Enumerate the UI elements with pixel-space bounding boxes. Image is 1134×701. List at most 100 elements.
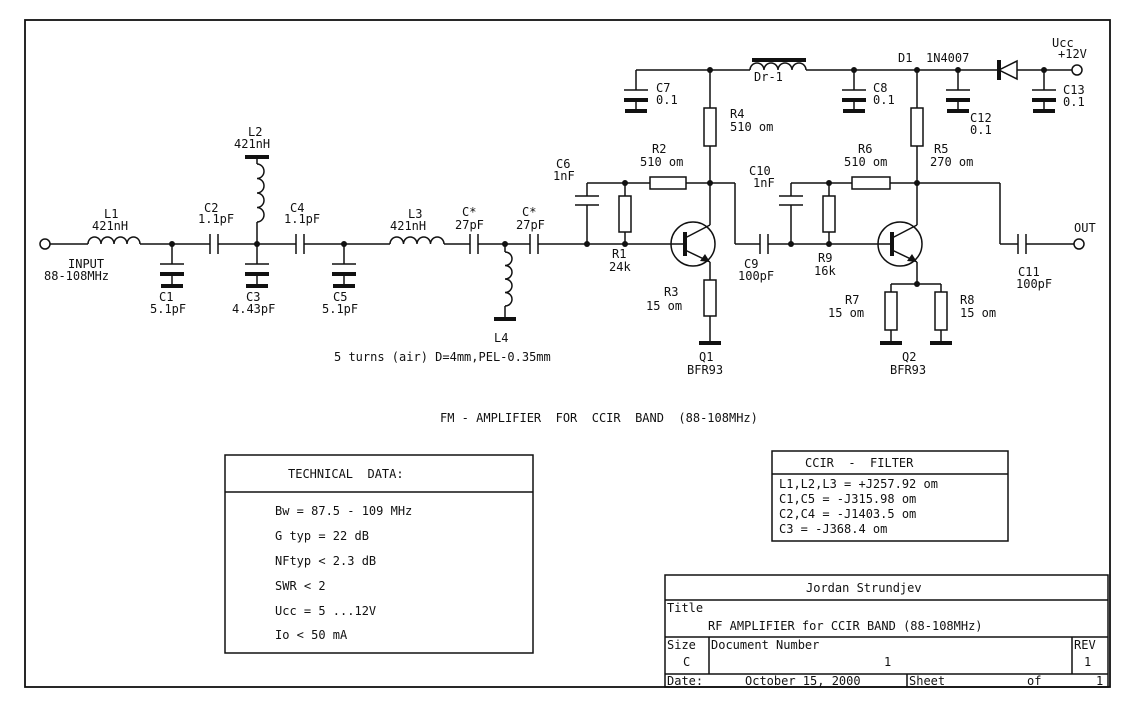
d1-ref: D1 [898,51,912,65]
l1-value: 421nH [92,219,128,233]
junction-dots [169,67,1047,287]
schematic-title: FM - AMPLIFIER FOR CCIR BAND (88-108MHz) [440,411,758,425]
technical-data-line: G typ = 22 dB [275,529,369,543]
q2-value: BFR93 [890,363,926,377]
technical-data-line: Bw = 87.5 - 109 MHz [275,504,412,518]
title-text: RF AMPLIFIER for CCIR BAND (88-108MHz) [708,619,983,633]
c10-ref: C10 [749,164,771,178]
c2-value: 1.1pF [198,212,234,226]
l3-ref: L3 [408,207,422,221]
author-name: Jordan Strundjev [806,581,922,595]
c4-value: 1.1pF [284,212,320,226]
l1-ref: L1 [104,207,118,221]
l2-value: 421nH [234,137,270,151]
technical-data-line: Ucc = 5 ...12V [275,604,376,618]
terminals [39,64,1085,250]
q2-ref: Q2 [902,350,916,364]
rev-value: 1 [1084,655,1091,669]
diode-d1-symbol [997,59,1018,81]
c8-ref: C8 [873,81,887,95]
output-label: OUT [1074,221,1096,235]
r7-ref: R7 [845,293,859,307]
of-label: of [1027,674,1041,688]
q1-ref: Q1 [699,350,713,364]
title-label: Title [667,601,703,615]
transistor-q1-symbol [670,221,716,267]
r8-value: 15 om [960,306,996,320]
cx2-value: 27pF [516,218,545,232]
cx1-ref: C* [462,205,476,219]
r2-ref: R2 [652,142,666,156]
technical-data-box: TECHNICAL DATA: Bw = 87.5 - 109 MHz G ty… [224,454,534,654]
c7-value: 0.1 [656,93,678,107]
technical-data-line: Io < 50 mA [275,628,348,642]
ccir-filter-box: CCIR - FILTER L1,L2,L3 = +J257.92 om C1,… [771,450,1009,542]
inductor-symbols [87,58,807,307]
cx2-ref: C* [522,205,536,219]
d1-value: 1N4007 [926,51,969,65]
technical-data-heading: TECHNICAL DATA: [288,467,404,481]
ccir-filter-heading: CCIR - FILTER [805,456,914,470]
rev-label: REV [1074,638,1096,652]
c5-value: 5.1pF [322,302,358,316]
r7-value: 15 om [828,306,864,320]
ccir-filter-line: C1,C5 = -J315.98 om [779,492,916,506]
c1-value: 5.1pF [150,302,186,316]
l4-ref: L4 [494,331,508,345]
r6-ref: R6 [858,142,872,156]
size-value: C [683,655,690,669]
r5-ref: R5 [934,142,948,156]
c13-value: 0.1 [1063,95,1085,109]
date-value: October 15, 2000 [745,674,861,688]
capacitor-symbols [160,89,1056,276]
l4-value: 5 turns (air) D=4mm,PEL-0.35mm [334,350,551,364]
technical-data-line: NFtyp < 2.3 dB [275,554,376,568]
c5-ref: C5 [333,290,347,304]
document-number-value: 1 [884,655,891,669]
date-label: Date: [667,674,703,688]
input-band-label: 88-108MHz [44,269,109,283]
c1-ref: C1 [159,290,173,304]
c6-value: 1nF [553,169,575,183]
l3-value: 421nH [390,219,426,233]
c13-ref: C13 [1063,83,1085,97]
r9-value: 16k [814,264,836,278]
c11-ref: C11 [1018,265,1040,279]
c12-value: 0.1 [970,123,992,137]
c11-value: 100pF [1016,277,1052,291]
c9-ref: C9 [744,257,758,271]
c8-value: 0.1 [873,93,895,107]
ccir-filter-line: L1,L2,L3 = +J257.92 om [779,477,938,491]
c10-value: 1nF [753,176,775,190]
ccir-filter-line: C2,C4 = -J1403.5 om [779,507,916,521]
r1-ref: R1 [612,247,626,261]
c3-value: 4.43pF [232,302,275,316]
c9-value: 100pF [738,269,774,283]
ground-symbols [161,109,1055,345]
component-labels: INPUT 88-108MHz OUT Ucc +12V L1 421nH L2… [44,36,1096,377]
c4-ref: C4 [290,201,304,215]
r8-ref: R8 [960,293,974,307]
dr1-ref: Dr-1 [754,70,783,84]
sheet-label: Sheet [909,674,945,688]
c7-ref: C7 [656,81,670,95]
r6-value: 510 om [844,155,887,169]
r4-ref: R4 [730,107,744,121]
c2-ref: C2 [204,201,218,215]
document-number-label: Document Number [711,638,819,652]
r2-value: 510 om [640,155,683,169]
c3-ref: C3 [246,290,260,304]
ccir-filter-line: C3 = -J368.4 om [779,522,887,536]
r3-ref: R3 [664,285,678,299]
sheet-value: 1 [1096,674,1103,688]
size-label: Size [667,638,696,652]
r3-value: 15 om [646,299,682,313]
r4-value: 510 om [730,120,773,134]
input-label: INPUT [68,257,104,271]
transistor-q2-symbol [877,221,923,267]
technical-data-line: SWR < 2 [275,579,326,593]
title-block: Jordan Strundjev Title RF AMPLIFIER for … [664,574,1109,688]
wires [50,69,1074,342]
r9-ref: R9 [818,251,832,265]
